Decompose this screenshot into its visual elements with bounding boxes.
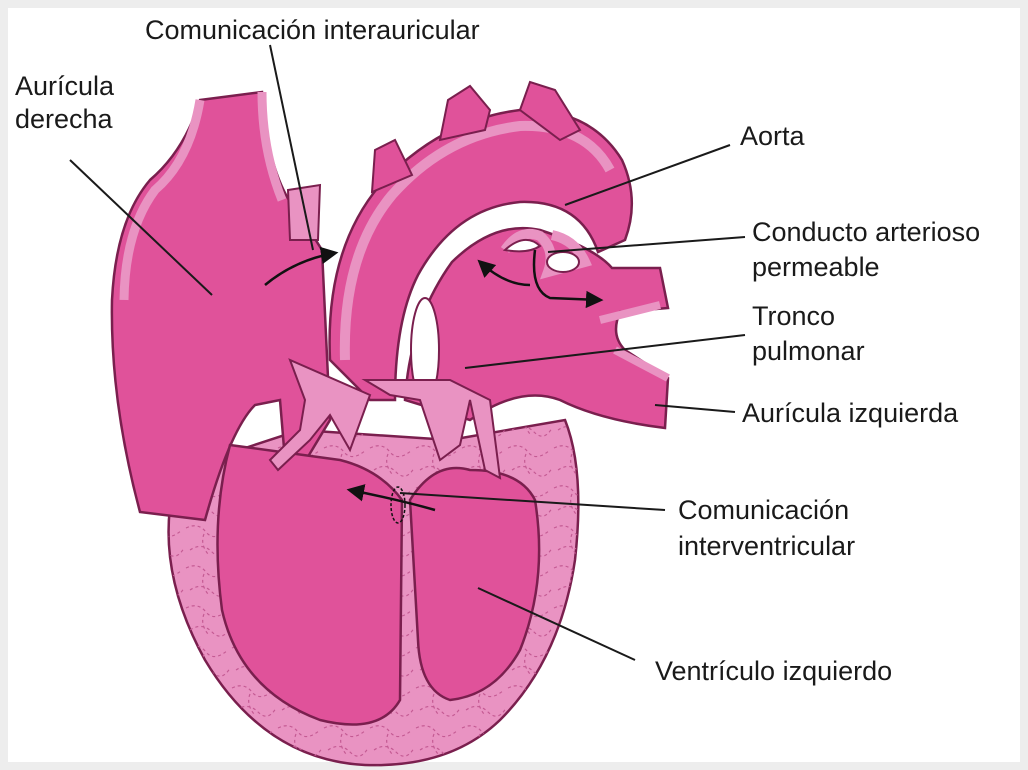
label-conducto-line2: permeable — [752, 251, 880, 283]
label-civ-line2: interventricular — [678, 530, 855, 562]
ductus-lumen — [547, 252, 579, 272]
label-conducto-line1: Conducto arterioso — [752, 216, 980, 248]
label-comunicacion-interauricular: Comunicación interauricular — [145, 14, 480, 46]
label-auricula-izquierda: Aurícula izquierda — [742, 397, 958, 429]
label-auricula-derecha-line2: derecha — [15, 103, 113, 135]
label-ventriculo-izquierdo: Ventrículo izquierdo — [655, 655, 892, 687]
branch-cap-1 — [288, 185, 320, 240]
label-civ-line1: Comunicación — [678, 494, 849, 526]
label-auricula-derecha-line1: Aurícula — [15, 70, 114, 102]
label-aorta: Aorta — [740, 120, 805, 152]
label-tronco-line2: pulmonar — [752, 335, 865, 367]
label-tronco-line1: Tronco — [752, 300, 835, 332]
